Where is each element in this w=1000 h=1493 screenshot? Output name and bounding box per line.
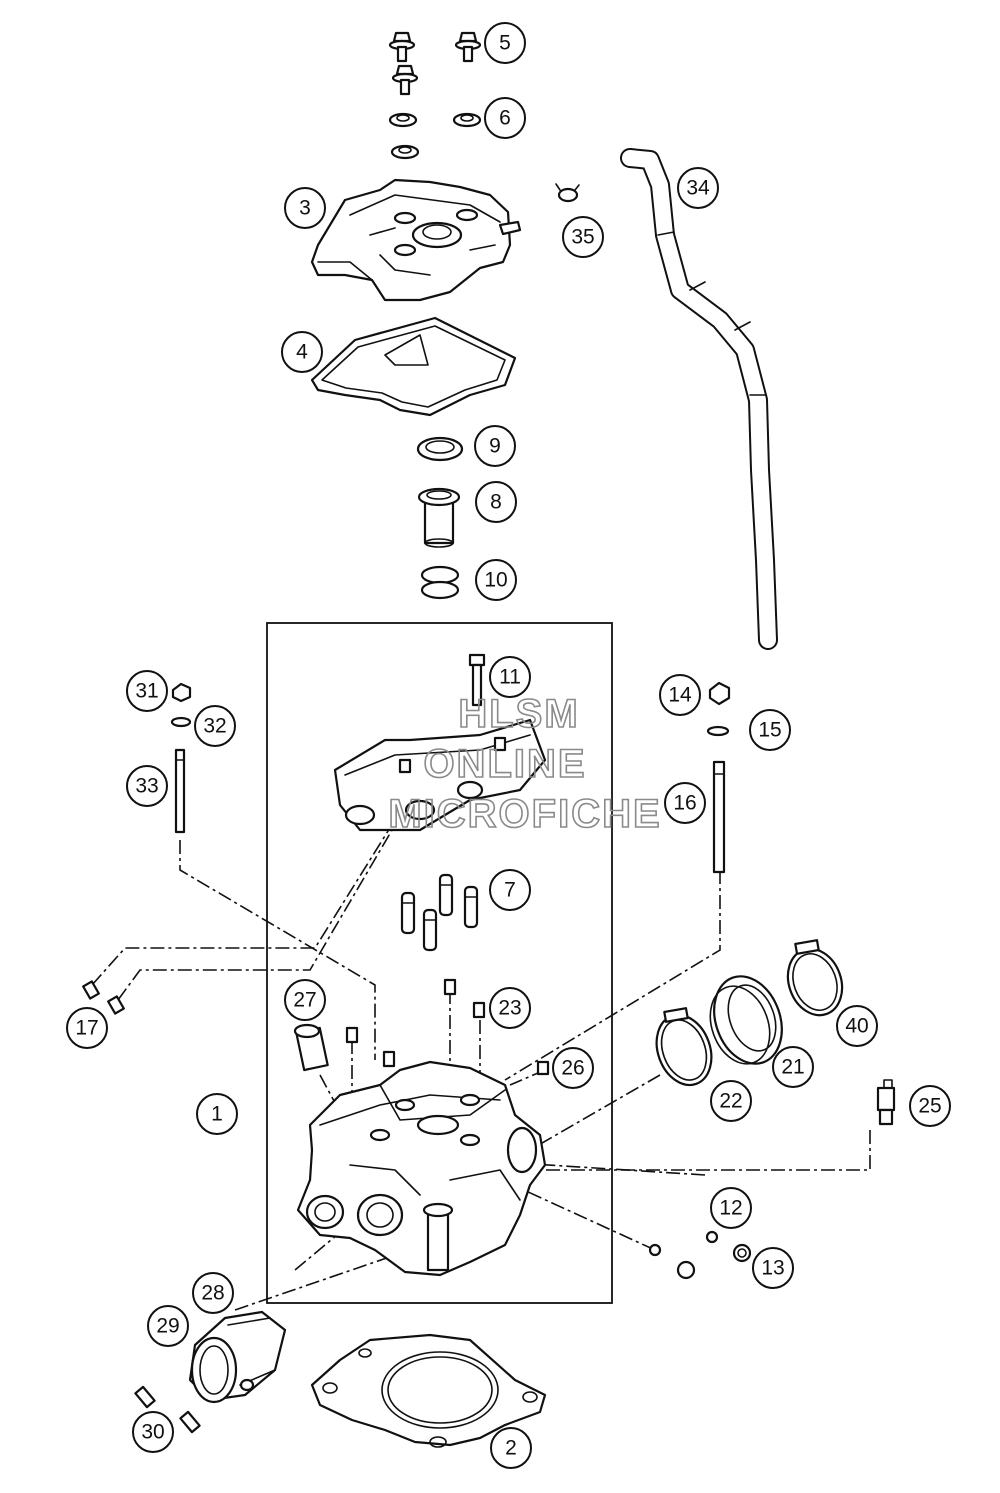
callout-14: 14 <box>659 674 701 716</box>
callout-13: 13 <box>752 1247 794 1289</box>
callout-5-label: 5 <box>499 32 511 55</box>
watermark-line-1: HLSM <box>458 692 579 736</box>
head-gasket <box>310 1333 547 1448</box>
callout-34: 34 <box>677 167 719 209</box>
callout-2-label: 2 <box>505 1437 517 1460</box>
seal-ring <box>416 436 464 462</box>
callout-1-label: 1 <box>211 1103 223 1126</box>
callout-29: 29 <box>147 1305 189 1347</box>
callout-9: 9 <box>474 425 516 467</box>
breather-hose <box>620 148 778 650</box>
callout-22: 22 <box>710 1080 752 1122</box>
intake-flange <box>709 975 783 1065</box>
callout-29-label: 29 <box>156 1315 179 1338</box>
valve-guides <box>400 873 479 952</box>
callout-8: 8 <box>475 481 517 523</box>
callout-28: 28 <box>192 1272 234 1314</box>
plug-screws <box>648 1230 752 1280</box>
callout-3-label: 3 <box>299 197 311 220</box>
callout-8-label: 8 <box>490 491 502 514</box>
assembly-frame <box>266 622 613 1304</box>
valve-cover-gasket <box>310 316 517 417</box>
watermark-line-3: MICROFICHE <box>388 792 661 836</box>
intake-clamp <box>655 1007 713 1087</box>
callout-1: 1 <box>196 1093 238 1135</box>
valve-cover <box>310 178 522 302</box>
callout-5: 5 <box>484 22 526 64</box>
callout-23-label: 23 <box>498 997 521 1020</box>
adapter-screws <box>134 1385 201 1434</box>
callout-31: 31 <box>126 670 168 712</box>
dowel-pins <box>345 978 486 1068</box>
callout-10: 10 <box>475 559 517 601</box>
hose-clamp-large <box>786 939 844 1017</box>
watermark: HLSM ONLINE MICROFICHE <box>388 691 661 837</box>
temperature-sensor <box>876 1079 896 1126</box>
callout-30-label: 30 <box>141 1421 164 1444</box>
callout-22-label: 22 <box>719 1090 742 1113</box>
camshaft-bracket-bolt <box>468 653 486 707</box>
callout-32: 32 <box>194 705 236 747</box>
callout-21: 21 <box>772 1046 814 1088</box>
callout-9-label: 9 <box>489 435 501 458</box>
callout-4-label: 4 <box>296 341 308 364</box>
valve-cover-bolts <box>388 31 482 96</box>
callout-16: 16 <box>664 782 706 824</box>
camshaft-bearing-bracket <box>333 718 547 832</box>
callout-27-label: 27 <box>293 989 316 1012</box>
callout-35-label: 35 <box>571 226 594 249</box>
callout-15-label: 15 <box>758 719 781 742</box>
callout-35: 35 <box>562 216 604 258</box>
bolt-grommets <box>388 112 482 160</box>
callout-26-label: 26 <box>561 1057 584 1080</box>
watermark-line-2: ONLINE <box>423 742 586 786</box>
callout-11: 11 <box>489 656 531 698</box>
callout-32-label: 32 <box>203 715 226 738</box>
callout-28-label: 28 <box>201 1282 224 1305</box>
callout-4: 4 <box>281 331 323 373</box>
callout-3: 3 <box>284 187 326 229</box>
callout-7: 7 <box>489 869 531 911</box>
callout-7-label: 7 <box>504 879 516 902</box>
small-bolts <box>82 980 125 1015</box>
callout-2: 2 <box>490 1427 532 1469</box>
callout-34-label: 34 <box>686 177 710 200</box>
stud-nut-left <box>170 682 192 834</box>
callout-23: 23 <box>489 987 531 1029</box>
hose-clamp <box>555 183 580 203</box>
callout-33: 33 <box>126 765 168 807</box>
callout-17-label: 17 <box>75 1017 98 1040</box>
callout-14-label: 14 <box>668 684 692 707</box>
callout-33-label: 33 <box>135 775 158 798</box>
callout-25: 25 <box>909 1085 951 1127</box>
callout-15: 15 <box>749 709 791 751</box>
callout-11-label: 11 <box>499 666 521 689</box>
intake-adapter <box>188 1310 287 1404</box>
callout-31-label: 31 <box>135 680 158 703</box>
o-rings <box>420 565 460 600</box>
callout-40-label: 40 <box>845 1015 868 1038</box>
cylinder-head <box>296 1060 547 1277</box>
callout-13-label: 13 <box>761 1257 784 1280</box>
coolant-fitting <box>293 1023 329 1072</box>
callout-26: 26 <box>552 1047 594 1089</box>
callout-6-label: 6 <box>499 107 511 130</box>
callout-16-label: 16 <box>673 792 696 815</box>
callout-30: 30 <box>132 1411 174 1453</box>
callout-27: 27 <box>284 979 326 1021</box>
callout-17: 17 <box>66 1007 108 1049</box>
callout-40: 40 <box>836 1005 878 1047</box>
callout-25-label: 25 <box>918 1095 941 1118</box>
callout-12: 12 <box>710 1187 752 1229</box>
callout-10-label: 10 <box>484 569 507 592</box>
small-screw <box>536 1060 550 1076</box>
callout-6: 6 <box>484 97 526 139</box>
spark-plug-sleeve <box>417 487 461 548</box>
callout-12-label: 12 <box>719 1197 742 1220</box>
callout-21-label: 21 <box>781 1056 804 1079</box>
stud-nut-right <box>706 681 731 874</box>
